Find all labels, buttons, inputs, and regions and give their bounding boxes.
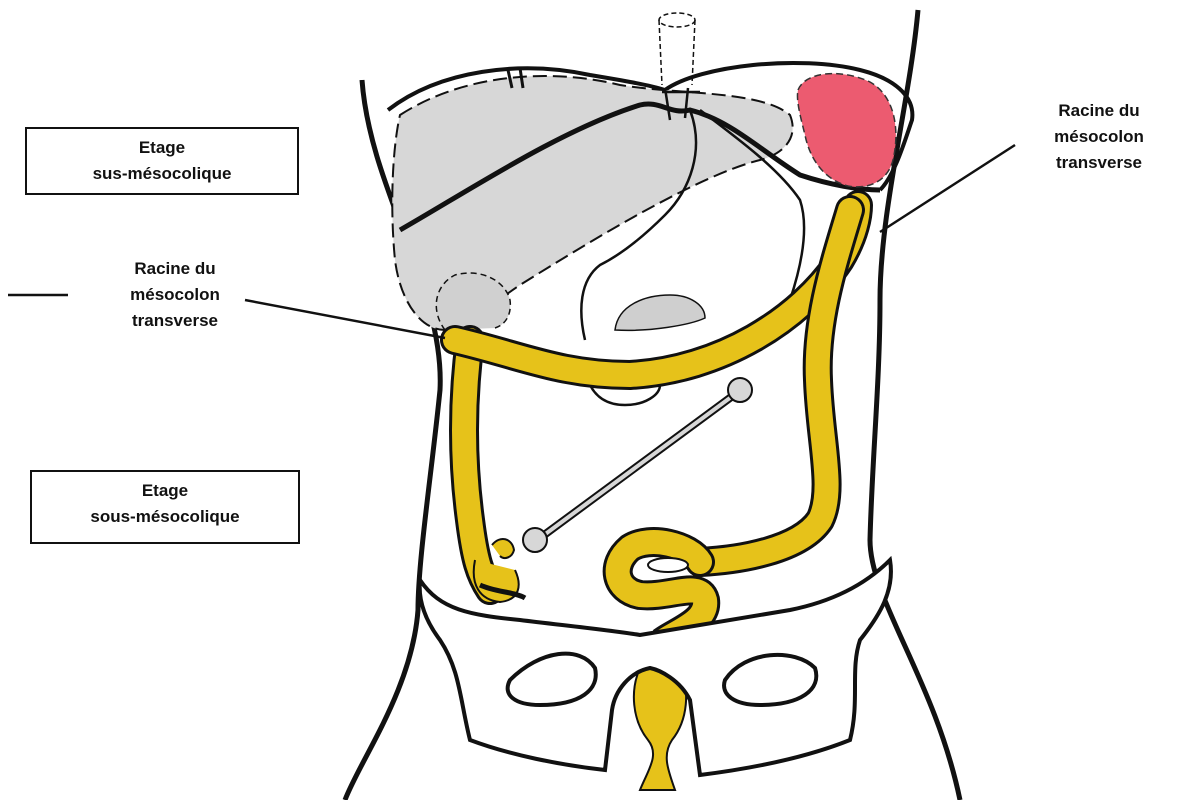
root-left-line-2: mésocolon (80, 282, 270, 308)
upper-floor-line-1: Etage (27, 135, 297, 161)
pancreas-head (615, 295, 705, 330)
upper-floor-label: Etage sus-mésocolique (25, 127, 299, 195)
mesentery-root-fill (540, 392, 738, 538)
colon-descending-fill (700, 210, 850, 562)
esophagus (659, 20, 695, 85)
lower-floor-line-1: Etage (32, 478, 298, 504)
mesentery-root-end-top (728, 378, 752, 402)
upper-floor-line-2: sus-mésocolique (27, 161, 297, 187)
spleen (797, 74, 895, 187)
root-left-line-1: Racine du (80, 256, 270, 282)
root-right-label: Racine du mésocolon transverse (1010, 98, 1188, 176)
lower-floor-label: Etage sous-mésocolique (30, 470, 300, 544)
sigmoid-loop-center (648, 558, 688, 572)
appendix (492, 539, 514, 558)
root-left-line-3: transverse (80, 308, 270, 334)
root-left-label: Racine du mésocolon transverse (80, 256, 270, 334)
esophagus-top (659, 13, 695, 27)
lower-floor-line-2: sous-mésocolique (32, 504, 298, 530)
root-right-line-3: transverse (1010, 150, 1188, 176)
root-right-line-1: Racine du (1010, 98, 1188, 124)
mesentery-root-end-bottom (523, 528, 547, 552)
root-right-line-2: mésocolon (1010, 124, 1188, 150)
